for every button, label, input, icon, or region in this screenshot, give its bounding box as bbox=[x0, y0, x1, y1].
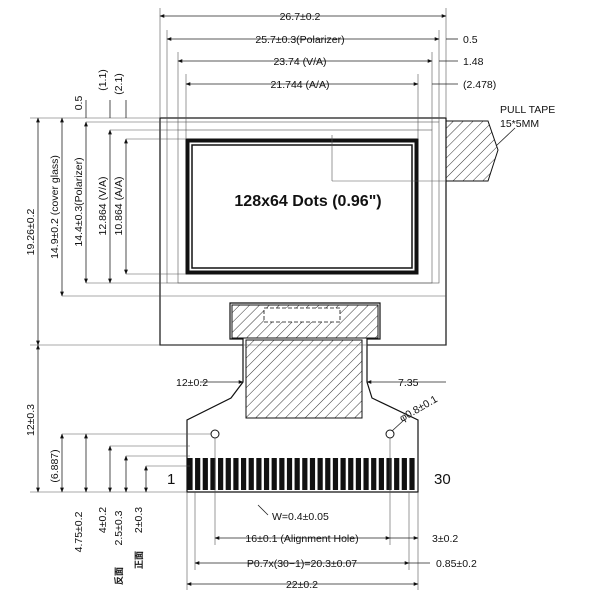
dim-va-height: 12.864 (V/A) bbox=[97, 177, 109, 236]
fpc-pin bbox=[286, 458, 293, 490]
dim-neck-left: 12±0.2 bbox=[176, 377, 208, 389]
fpc-pin bbox=[355, 458, 362, 490]
fpc-pin bbox=[409, 458, 415, 490]
fpc-pin bbox=[371, 458, 377, 490]
fpc-pin bbox=[225, 458, 231, 490]
pull-tape-label-1: PULL TAPE bbox=[500, 104, 555, 116]
fpc-pin bbox=[394, 458, 400, 490]
fpc-pin bbox=[294, 458, 300, 490]
fpc-dimension-lines bbox=[30, 344, 211, 493]
fpc-pins bbox=[187, 458, 415, 490]
dim-fpc-475: 4.75±0.2 bbox=[73, 511, 85, 552]
left-dimension-lines bbox=[30, 100, 446, 346]
dim-fpc-2: 2±0.3 bbox=[133, 507, 145, 533]
fpc-pin bbox=[401, 458, 407, 490]
display-label: 128x64 Dots (0.96") bbox=[234, 193, 381, 210]
fpc-pin bbox=[240, 458, 247, 490]
note-front: 正面 bbox=[134, 551, 144, 569]
pin-end-label: 30 bbox=[434, 471, 451, 488]
dim-right-148: 1.48 bbox=[463, 56, 484, 68]
fpc-pin bbox=[256, 458, 262, 490]
dim-polarizer-width: 25.7±0.3(Polarizer) bbox=[255, 34, 344, 46]
dim-cover-glass-height: 14.9±0.2 (cover glass) bbox=[49, 155, 61, 259]
pull-tape-label-2: 15*5MM bbox=[500, 118, 539, 130]
fpc-pin bbox=[325, 458, 331, 490]
hole-leader bbox=[391, 419, 405, 432]
fpc-pin bbox=[248, 458, 254, 490]
fpc-pin bbox=[363, 458, 369, 490]
fpc-pin bbox=[263, 458, 270, 490]
fpc-pin bbox=[271, 458, 277, 490]
fpc-pin bbox=[332, 458, 339, 490]
fpc-pin bbox=[187, 458, 193, 490]
fpc-pin bbox=[202, 458, 208, 490]
top-dimension-lines bbox=[159, 8, 458, 139]
dim-neck-right: 7.35 bbox=[398, 377, 419, 389]
note-back: 反面 bbox=[113, 567, 124, 585]
fpc-pin bbox=[386, 458, 392, 490]
fpc-pin bbox=[302, 458, 308, 490]
dim-left-05: 0.5 bbox=[73, 96, 85, 111]
dim-alignment: 16±0.1 (Alignment Hole) bbox=[245, 533, 358, 545]
fpc-pin bbox=[340, 458, 346, 490]
fpc-pin bbox=[279, 458, 285, 490]
fpc-pin bbox=[233, 458, 239, 490]
fpc-pin bbox=[309, 458, 316, 490]
dim-polarizer-height: 14.4±0.3(Polarizer) bbox=[73, 157, 85, 246]
dim-fpc-25: 2.5±0.3 bbox=[113, 510, 125, 545]
dim-fpc-6887: (6.887) bbox=[49, 449, 61, 482]
dim-right-085: 0.85±0.2 bbox=[436, 558, 477, 570]
dim-bottom-width: 22±0.2 bbox=[286, 579, 318, 591]
dim-fpc-length: 12±0.3 bbox=[25, 404, 37, 436]
display-area bbox=[185, 138, 419, 275]
fpc-tail bbox=[186, 302, 419, 493]
dim-right-05: 0.5 bbox=[463, 34, 478, 46]
dim-right-2478: (2.478) bbox=[463, 79, 496, 91]
bottom-dimension-lines bbox=[186, 438, 430, 590]
dim-pitch: P0.7x(30−1)=20.3±0.07 bbox=[247, 558, 357, 570]
fpc-pin bbox=[317, 458, 323, 490]
dim-left-21: (2.1) bbox=[113, 73, 125, 95]
fpc-pin bbox=[348, 458, 354, 490]
fpc-pin bbox=[210, 458, 216, 490]
fpc-pin bbox=[195, 458, 201, 490]
dim-fpc-4: 4±0.2 bbox=[97, 507, 109, 533]
dim-pin-width: W=0.4±0.05 bbox=[272, 511, 329, 523]
dim-right-3: 3±0.2 bbox=[432, 533, 458, 545]
pull-tape bbox=[331, 120, 516, 182]
dim-va-width: 23.74 (V/A) bbox=[273, 56, 326, 68]
dim-aa-height: 10.864 (A/A) bbox=[113, 177, 125, 236]
dim-aa-width: 21.744 (A/A) bbox=[271, 79, 330, 91]
dim-total-height: 19.26±0.2 bbox=[25, 209, 37, 256]
dim-overall-width: 26.7±0.2 bbox=[280, 11, 321, 23]
dim-left-11: (1.1) bbox=[97, 69, 109, 91]
fpc-pin bbox=[378, 458, 384, 490]
pin-start-label: 1 bbox=[167, 471, 175, 488]
alignment-hole-left bbox=[210, 429, 220, 439]
fpc-pin bbox=[218, 458, 224, 490]
alignment-hole-right bbox=[385, 429, 395, 439]
